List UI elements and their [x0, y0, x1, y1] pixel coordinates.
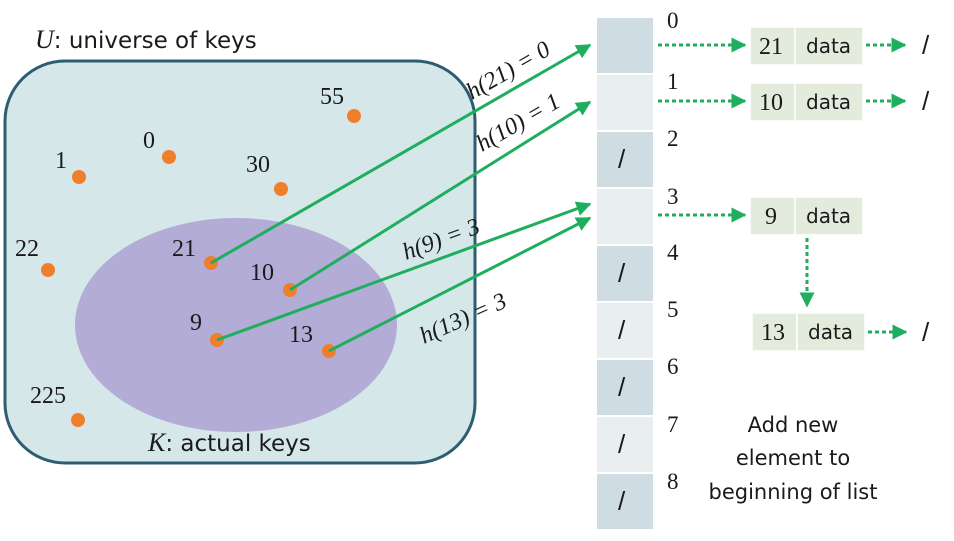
key-label: 30 — [246, 152, 270, 178]
hash-arrow — [216, 201, 592, 342]
note-line: Add new — [748, 413, 839, 437]
list-node: 9 data — [749, 196, 864, 236]
table-slot — [595, 415, 655, 474]
key-label: 10 — [250, 260, 274, 286]
table-slot — [595, 244, 655, 303]
table-slot — [595, 358, 655, 417]
node-data: data — [806, 204, 851, 228]
node-key: 10 — [759, 90, 783, 116]
slot-nil: / — [618, 315, 626, 345]
node-end: / — [922, 86, 930, 116]
node-data-cell — [794, 82, 864, 122]
slot-nil: / — [618, 258, 626, 288]
slot-nil: / — [618, 429, 626, 459]
node-key-cell — [751, 312, 798, 352]
node-key: 13 — [761, 320, 785, 346]
key-label: 0 — [143, 128, 155, 154]
universe-text: : universe of keys — [54, 28, 257, 54]
table-slot — [595, 301, 655, 360]
key-label: 225 — [30, 383, 66, 409]
table-slot — [595, 187, 655, 246]
hash-arrow — [289, 100, 592, 292]
key-label: 1 — [55, 148, 67, 174]
key-dot — [72, 170, 86, 184]
slot-nil: / — [618, 372, 626, 402]
chain-pointers — [658, 37, 908, 340]
note-line: beginning of list — [709, 480, 878, 504]
key-label: 21 — [172, 236, 196, 262]
slot-index: 6 — [667, 354, 679, 379]
slot-index: 5 — [667, 297, 679, 322]
node-key: 9 — [765, 204, 777, 230]
slot-index: 3 — [667, 184, 679, 209]
actual-keys-set — [75, 218, 397, 432]
hash-arrow — [210, 43, 592, 265]
list-node: 21 data / — [749, 26, 930, 66]
note-line: element to — [736, 446, 850, 470]
actual-keys-label: K: actual keys — [147, 428, 311, 457]
node-key-cell — [749, 82, 796, 122]
keys: 55 0 1 30 22 21 10 9 13 225 — [15, 84, 361, 427]
slot-index: 7 — [667, 412, 679, 437]
key-dot — [162, 150, 176, 164]
node-end: / — [922, 317, 930, 347]
node-data-cell — [794, 196, 864, 236]
list-node: 10 data / — [749, 82, 930, 122]
key-label: 13 — [289, 322, 313, 348]
key-dot — [41, 263, 55, 277]
key-dot — [71, 413, 85, 427]
actual-var: K — [147, 428, 167, 457]
key-dot — [274, 182, 288, 196]
node-data: data — [806, 90, 851, 114]
universe-label: U: universe of keys — [35, 25, 257, 54]
universe-var: U — [35, 25, 56, 54]
hash-arrow — [328, 216, 592, 353]
list-node: 13 data / — [751, 312, 930, 352]
slot-index: 0 — [667, 8, 679, 33]
table-slot — [595, 16, 655, 75]
node-end: / — [922, 30, 930, 60]
slot-nil: / — [618, 486, 626, 516]
node-key-cell — [749, 196, 796, 236]
node-data-cell — [796, 312, 866, 352]
slot-index: 8 — [667, 469, 679, 494]
table-slot — [595, 73, 655, 132]
slot-nil: / — [618, 144, 626, 174]
hash-table: / / / / / / 0 1 2 3 4 5 6 7 8 — [595, 8, 679, 531]
slot-index: 1 — [667, 69, 679, 94]
key-label: 9 — [190, 310, 202, 336]
table-slot — [595, 130, 655, 189]
hash-arrows — [210, 43, 592, 353]
actual-text: : actual keys — [165, 431, 310, 457]
note: Add new element to beginning of list — [709, 413, 878, 504]
node-data-cell — [794, 26, 864, 66]
table-slot — [595, 472, 655, 531]
key-label: 55 — [320, 84, 344, 110]
slot-index: 4 — [667, 240, 679, 265]
key-label: 22 — [15, 236, 39, 262]
node-data: data — [806, 34, 851, 58]
slot-index: 2 — [667, 126, 679, 151]
key-dot — [347, 109, 361, 123]
node-key: 21 — [759, 34, 783, 60]
node-data: data — [808, 320, 853, 344]
